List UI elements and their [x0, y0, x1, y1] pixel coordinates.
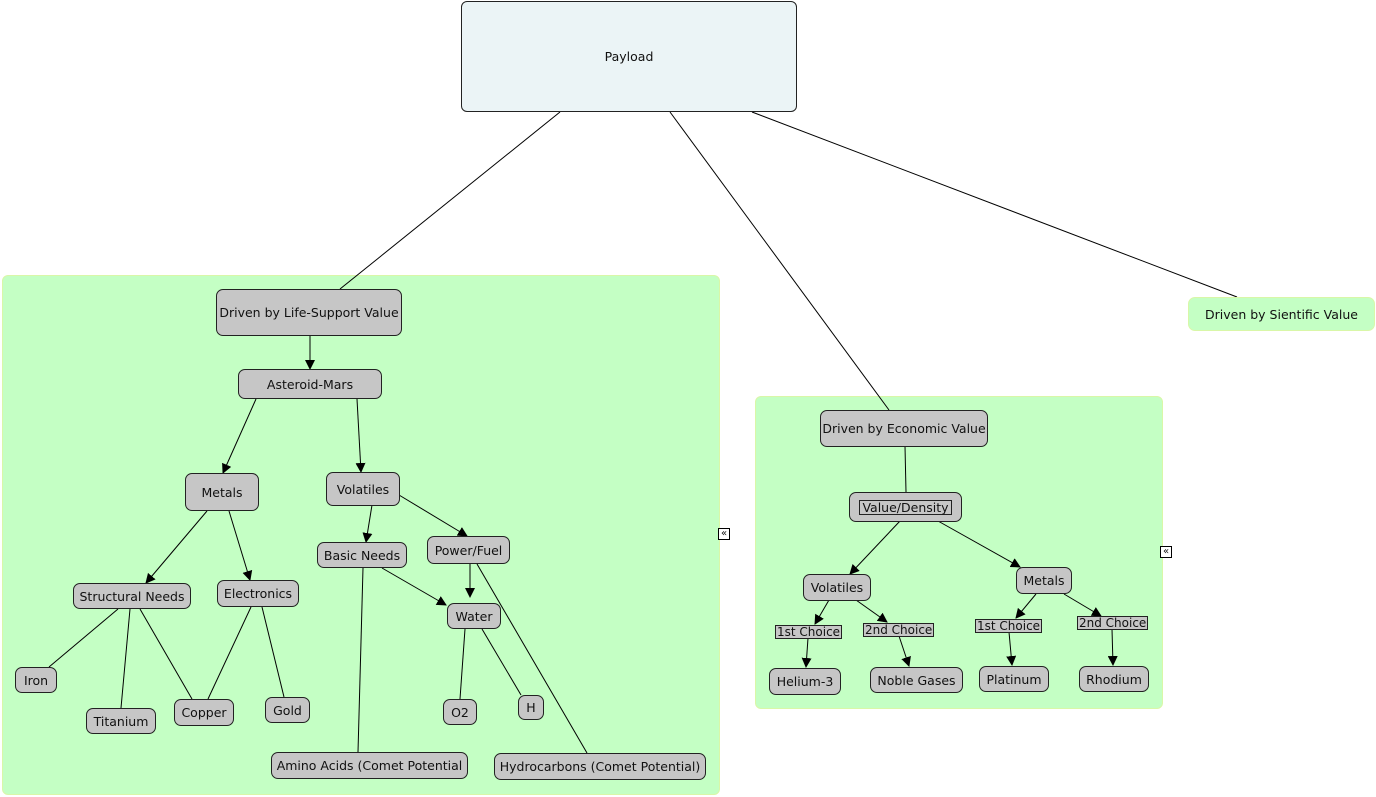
copper-node[interactable]: Copper	[174, 699, 234, 726]
volatiles-second-choice-label: 2nd Choice	[863, 623, 935, 637]
link-metals-second	[1063, 593, 1102, 617]
asteroid-mars-node[interactable]: Asteroid-Mars	[238, 369, 382, 399]
titanium-node[interactable]: Titanium	[86, 708, 156, 734]
link-economic-value	[904, 445, 907, 493]
link-electronics-gold	[261, 606, 285, 698]
platinum-node[interactable]: Platinum	[979, 666, 1049, 692]
link-power-hydrocarbons	[476, 563, 588, 754]
link-electronics-copper	[207, 606, 252, 700]
link-structural-iron	[48, 608, 119, 668]
value-density-node[interactable]: Value/Density	[849, 492, 962, 522]
link-volatiles-power	[398, 494, 468, 537]
volatiles-economic-node[interactable]: Volatiles	[803, 574, 871, 601]
volatiles-node[interactable]: Volatiles	[326, 472, 400, 506]
collapse-economic-icon[interactable]: «	[1160, 546, 1172, 558]
link-structural-copper	[139, 608, 193, 700]
link-basic-water	[381, 567, 447, 606]
link-volatiles-basic	[362, 504, 373, 543]
link-metals-electronics	[228, 510, 253, 581]
link-value-metals	[937, 520, 1021, 568]
scientific-node[interactable]: Driven by Sientific Value	[1188, 297, 1375, 331]
structural-needs-node[interactable]: Structural Needs	[73, 583, 191, 609]
link-asteroid-metals	[222, 398, 257, 474]
electronics-node[interactable]: Electronics	[217, 580, 299, 607]
rhodium-node[interactable]: Rhodium	[1079, 666, 1149, 692]
link-water-h	[481, 628, 522, 696]
economic-group	[755, 396, 1163, 709]
link-metals-structural	[145, 510, 208, 584]
helium-3-node[interactable]: Helium-3	[769, 668, 841, 695]
noble-gases-node[interactable]: Noble Gases	[870, 667, 963, 693]
link-basic-amino	[357, 567, 364, 753]
link-asteroid-volatiles	[355, 398, 366, 473]
metals-first-choice-label: 1st Choice	[975, 619, 1043, 633]
link-payload-life-support	[339, 111, 561, 290]
volatiles-first-choice-label: 1st Choice	[775, 625, 843, 639]
link-value-volatiles	[849, 520, 901, 575]
iron-node[interactable]: Iron	[15, 667, 57, 693]
link-volatiles-second	[855, 599, 888, 623]
link-structural-titanium	[120, 608, 131, 709]
payload-node[interactable]: Payload	[461, 1, 797, 112]
link-first-helium	[801, 637, 812, 668]
basic-needs-node[interactable]: Basic Needs	[317, 542, 407, 568]
life-support-node[interactable]: Driven by Life-Support Value	[216, 289, 402, 336]
link-payload-scientific	[751, 111, 1238, 298]
metals-node[interactable]: Metals	[185, 473, 259, 511]
link-water-o2	[459, 628, 466, 700]
power-fuel-node[interactable]: Power/Fuel	[427, 536, 510, 564]
metals-economic-node[interactable]: Metals	[1016, 567, 1072, 594]
h-node[interactable]: H	[518, 695, 544, 720]
metals-second-choice-label: 2nd Choice	[1077, 616, 1149, 630]
amino-acids-node[interactable]: Amino Acids (Comet Potential	[271, 752, 468, 779]
economic-node[interactable]: Driven by Economic Value	[820, 410, 988, 447]
link-second-noble	[898, 635, 911, 667]
value-density-label: Value/Density	[859, 499, 952, 515]
link-metals-first	[1015, 593, 1037, 619]
link-second-rhodium	[1107, 628, 1118, 666]
link-volatiles-first	[814, 599, 830, 625]
o2-node[interactable]: O2	[443, 699, 477, 725]
water-node[interactable]: Water	[447, 603, 501, 629]
link-payload-economic	[669, 111, 890, 411]
hydrocarbons-node[interactable]: Hydrocarbons (Comet Potential)	[494, 753, 706, 780]
link-first-platinum	[1006, 631, 1017, 666]
collapse-life-support-icon[interactable]: «	[718, 528, 730, 540]
gold-node[interactable]: Gold	[265, 697, 310, 723]
